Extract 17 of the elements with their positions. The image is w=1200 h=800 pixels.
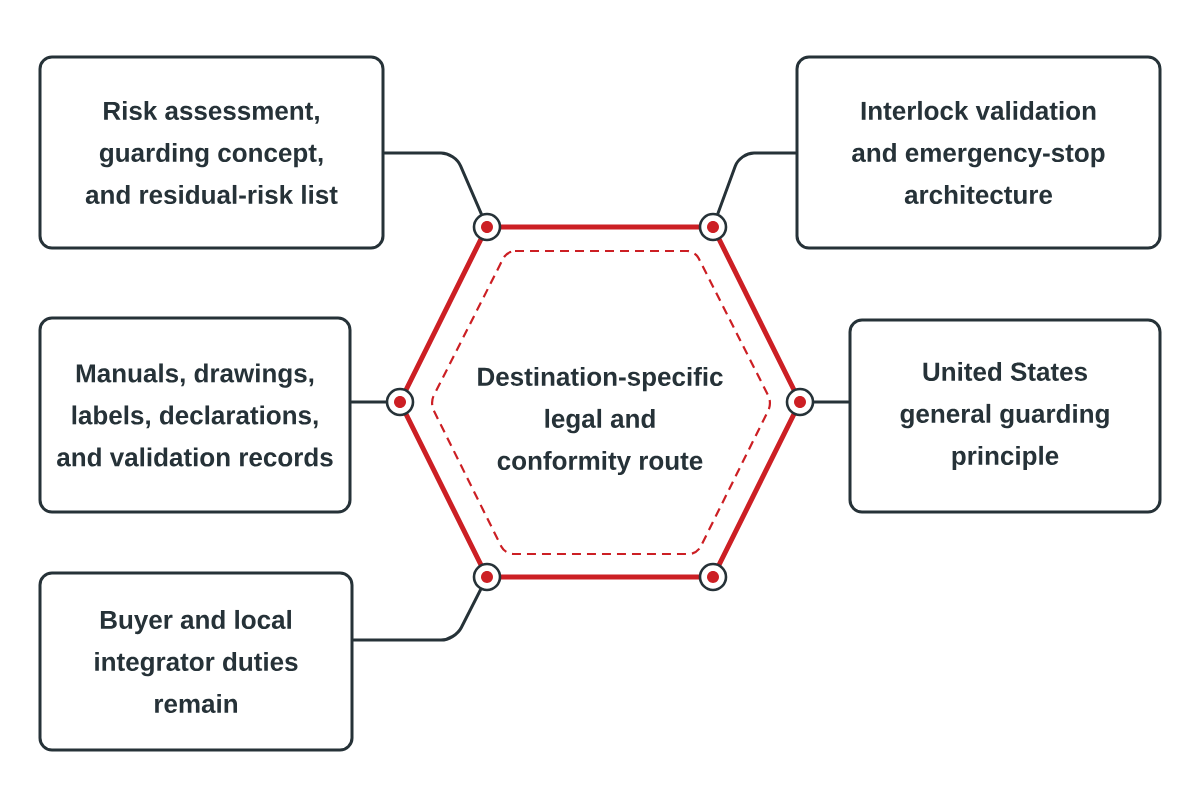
vertex-marker xyxy=(698,562,728,592)
text-box: United States general guarding principle xyxy=(848,318,1162,514)
connector-line xyxy=(352,588,483,642)
text-box: Risk assessment, guarding concept, and residual-risk list xyxy=(38,55,385,250)
connector-line xyxy=(812,400,850,404)
connector-line xyxy=(383,151,483,216)
vertex-marker xyxy=(472,212,502,242)
vertex-marker xyxy=(698,212,728,242)
connector-line xyxy=(716,151,797,216)
vertex-marker xyxy=(385,387,415,417)
text-box: Interlock validation and emergency-stop architecture xyxy=(795,55,1162,250)
connector-line xyxy=(350,400,388,404)
text-box: Buyer and local integrator duties remain xyxy=(38,571,354,752)
vertex-marker xyxy=(785,387,815,417)
hexagon: Destination-specific legal and conformity route xyxy=(397,224,803,580)
text-box: Manuals, drawings, labels, declarations, and validation records xyxy=(38,316,352,514)
vertex-marker xyxy=(472,562,502,592)
